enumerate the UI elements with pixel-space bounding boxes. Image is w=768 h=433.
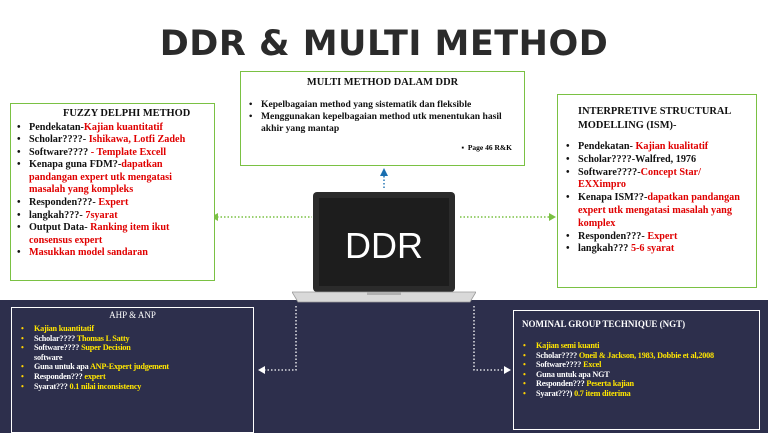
arrow-ism-icon [549, 213, 556, 221]
list-item: Scholar???? Thomas L Satty [20, 334, 245, 344]
list-item: Scholar????- Ishikawa, Lotfi Zadeh [17, 134, 208, 147]
ism-box: INTERPRETIVE STRUCTURAL MODELLING (ISM)-… [557, 94, 757, 288]
multi-method-box: MULTI METHOD DALAM DDR Kepelbagaian meth… [240, 71, 525, 166]
list-item: Software???? - Template Excell [17, 147, 208, 160]
list-item: Kenapa ISM??-dapatkan pandangan expert u… [566, 192, 748, 230]
ngt-heading: NOMINAL GROUP TECHNIQUE (NGT) [522, 319, 686, 329]
list-item: Scholar???? Oneil & Jackson, 1983, Dobbi… [522, 351, 751, 361]
fuzzy-delphi-box: FUZZY DELPHI METHOD Pendekatan-Kajian ku… [10, 103, 215, 281]
arrow-multi-icon [380, 168, 388, 176]
list-item: Responden??? Peserta kajian [522, 379, 751, 389]
list-item: Kenapa guna FDM?-dapatkan pandangan expe… [17, 159, 208, 197]
ism-heading: INTERPRETIVE STRUCTURAL MODELLING (ISM)- [578, 106, 731, 131]
screen-label: DDR [345, 225, 423, 266]
connector-ngt [473, 306, 505, 371]
list-item: Software????-Concept Star/ EXXimpro [566, 167, 748, 193]
multi-heading: MULTI METHOD DALAM DDR [306, 77, 459, 88]
arrow-ahp-icon [258, 366, 265, 374]
ngt-box: NOMINAL GROUP TECHNIQUE (NGT) Kajian sem… [513, 310, 760, 430]
list-item: Responden???- Expert [566, 231, 748, 244]
list-item: Pendekatan-Kajian kuantitatif [17, 122, 208, 135]
list-item: Menggunakan kepelbagaian method utk mene… [249, 111, 516, 135]
list-item: Guna untuk apa ANP-Expert judgement [20, 362, 245, 372]
list-item: Syarat???) 0.7 item diterima [522, 389, 751, 399]
list-item: Responden???- Expert [17, 197, 208, 210]
list-item: Pendekatan- Kajian kualitatif [566, 141, 748, 154]
laptop-icon: DDR [292, 192, 476, 303]
ahp-anp-box: AHP & ANP Kajian kuantitatif Scholar????… [11, 307, 254, 433]
list-item: Kajian kuantitatif [20, 324, 245, 334]
connector-ahp [264, 306, 297, 371]
fuzzy-heading: FUZZY DELPHI METHOD [63, 108, 191, 119]
page-title: DDR & MULTI METHOD [159, 24, 609, 64]
list-item: langkah??? 5-6 syarat [566, 243, 748, 256]
list-item: Syarat??? 0.1 nilai inconsistency [20, 382, 245, 392]
list-item: Kepelbagaian method yang sistematik dan … [249, 99, 516, 111]
ahp-heading: AHP & ANP [109, 310, 156, 320]
list-item: Output Data- Ranking item ikut consensus… [17, 222, 208, 247]
page-reference: ▪ Page 46 R&K [461, 142, 512, 152]
list-item: Masukkan model sandaran [17, 247, 208, 260]
list-item: Scholar????-Walfred, 1976 [566, 154, 748, 167]
list-item: langkah???- 7syarat [17, 210, 208, 223]
list-item: Kajian semi kuanti [522, 341, 751, 351]
list-item: Software???? Excel [522, 360, 751, 370]
arrow-ngt-icon [504, 366, 511, 374]
list-item: Responden??? expert [20, 372, 245, 382]
list-item: Guna untuk apa NGT [522, 370, 751, 380]
